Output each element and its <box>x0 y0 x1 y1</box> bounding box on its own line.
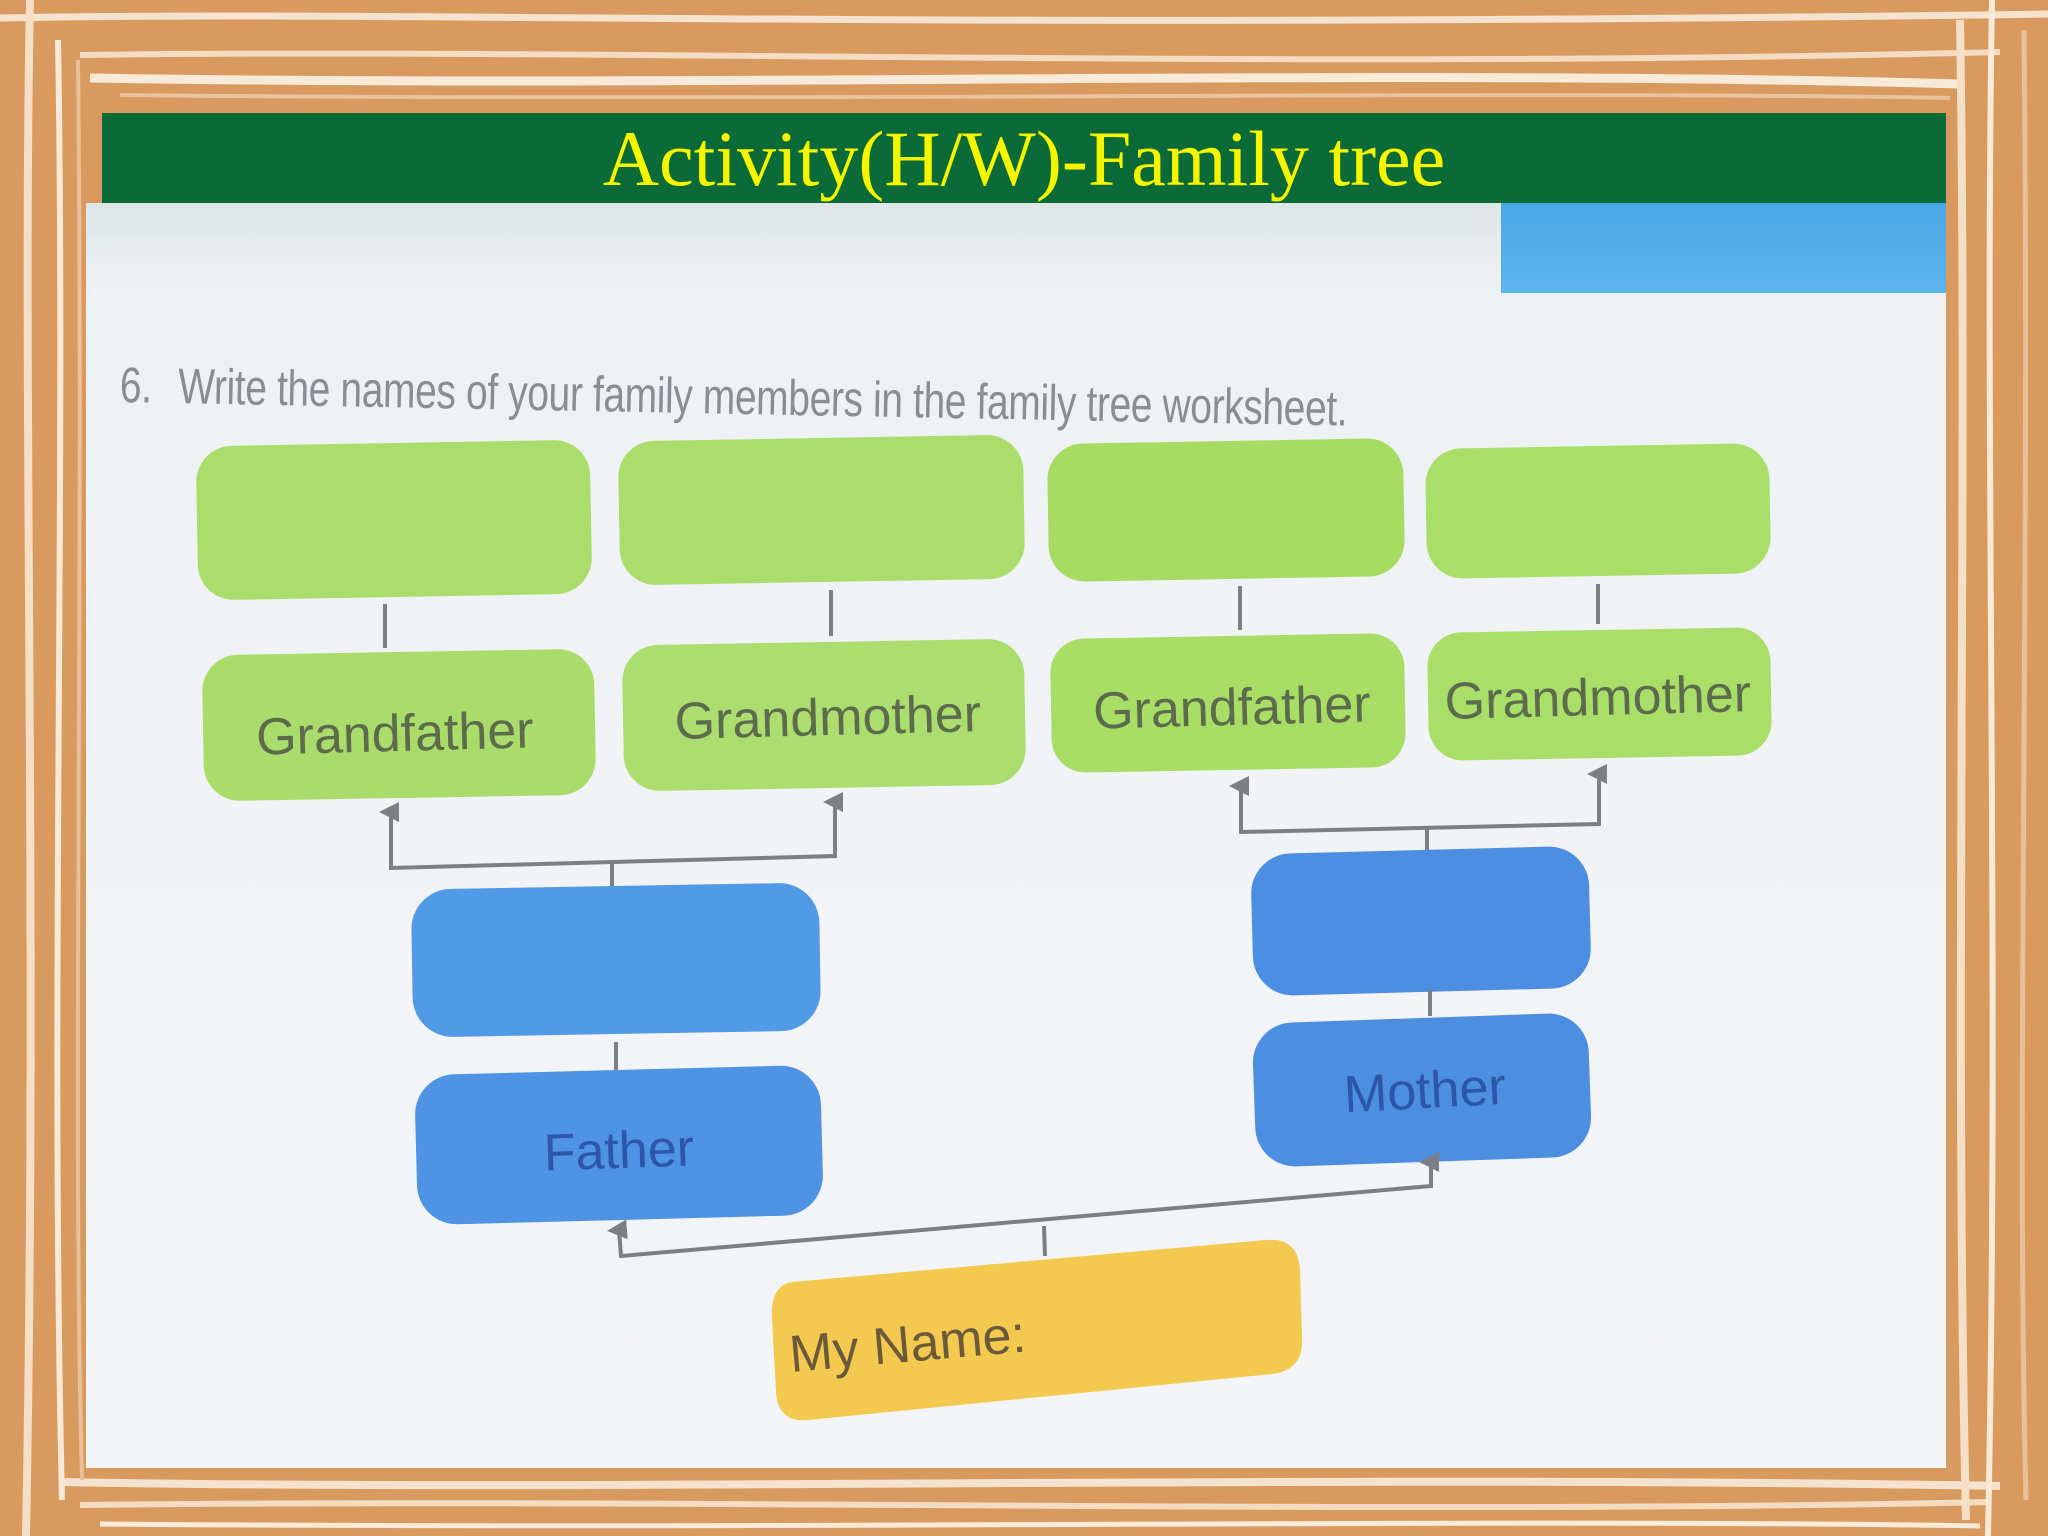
grandparent-label: Grandmother <box>674 685 982 751</box>
slide-title: Activity(H/W)-Family tree <box>602 115 1446 202</box>
mother-box: Mother <box>1252 1013 1592 1167</box>
grandparent-box-maternal-grandmother: Grandmother <box>1427 627 1772 761</box>
grandparent-label: Grandfather <box>255 701 534 766</box>
child-bracket-stem <box>1042 1225 1047 1257</box>
father-label: Father <box>543 1119 695 1182</box>
maternal-grandmother-name-box[interactable] <box>1425 443 1771 579</box>
mother-name-box[interactable] <box>1250 846 1592 997</box>
grandparent-label: Grandfather <box>1092 675 1371 740</box>
grandparent-box-paternal-grandmother: Grandmother <box>622 639 1026 791</box>
maternal-grandfather-name-box[interactable] <box>1047 438 1405 582</box>
paternal-grandmother-name-box[interactable] <box>618 434 1025 585</box>
blue-corner-tab <box>1501 203 1946 293</box>
paternal-bracket-arrow <box>379 792 843 871</box>
child-bracket-arrow <box>607 1152 1439 1259</box>
father-box: Father <box>415 1065 823 1225</box>
title-bar: Activity(H/W)-Family tree <box>102 113 1946 205</box>
grandparent-label: Grandmother <box>1444 665 1752 731</box>
father-name-box[interactable] <box>411 882 822 1037</box>
maternal-bracket-arrow <box>1229 764 1607 835</box>
mother-label: Mother <box>1342 1058 1507 1124</box>
worksheet-photo <box>86 203 1946 1468</box>
grandparent-box-paternal-grandfather: Grandfather <box>202 649 596 801</box>
grandparent-box-maternal-grandfather: Grandfather <box>1050 633 1406 773</box>
my-name-box[interactable]: My Name: <box>771 1239 1303 1421</box>
paternal-grandfather-name-box[interactable] <box>196 440 593 601</box>
